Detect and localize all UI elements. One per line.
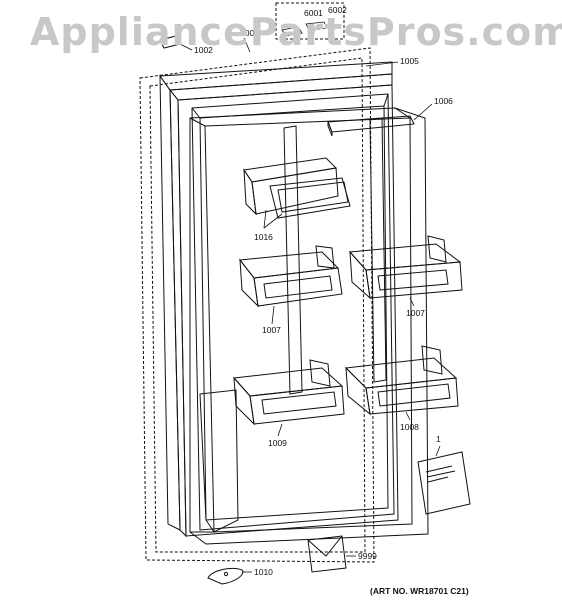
- callout-1008: 1008: [400, 422, 419, 432]
- door-bin-upper-right: [348, 235, 463, 300]
- callout-1016: 1016: [254, 232, 273, 242]
- watermark: AppliancePartsPros.com: [30, 10, 562, 54]
- hinge-bracket: [207, 567, 244, 585]
- shelf-rail-left: [283, 125, 303, 395]
- callout-1007-right: 1007: [406, 308, 425, 318]
- callout-6002: 6002: [328, 5, 347, 15]
- envelope: [307, 535, 347, 573]
- door-bin-lower-right: [344, 345, 459, 416]
- callout-1009: 1009: [268, 438, 287, 448]
- callout-1001: 1001: [240, 28, 259, 38]
- callout-9999: 9999: [358, 551, 377, 561]
- outer-door-panel: [159, 61, 393, 538]
- callout-1005: 1005: [400, 56, 419, 66]
- door-lower-panel: [199, 389, 239, 533]
- door-cap-outline: [275, 2, 345, 40]
- door-cap-part: [281, 21, 328, 37]
- top-trim-bar: [327, 115, 415, 137]
- manual-booklet: [417, 451, 471, 515]
- door-bin-lower-left: [232, 359, 345, 426]
- leader-lines: [179, 37, 441, 573]
- callout-6001: 6001: [304, 8, 323, 18]
- callout-1007-left: 1007: [262, 325, 281, 335]
- art-number: (ART NO. WR18701 C21): [370, 586, 469, 596]
- dairy-compartment: [243, 157, 351, 219]
- callout-1010: 1010: [254, 567, 273, 577]
- door-bin-upper-left: [239, 245, 343, 308]
- door-gasket-outline: [139, 47, 375, 563]
- door-frame: [189, 107, 429, 545]
- callout-1006: 1006: [434, 96, 453, 106]
- callout-1002: 1002: [194, 45, 213, 55]
- callout-1: 1: [436, 434, 441, 444]
- inner-door-liner: [177, 84, 399, 537]
